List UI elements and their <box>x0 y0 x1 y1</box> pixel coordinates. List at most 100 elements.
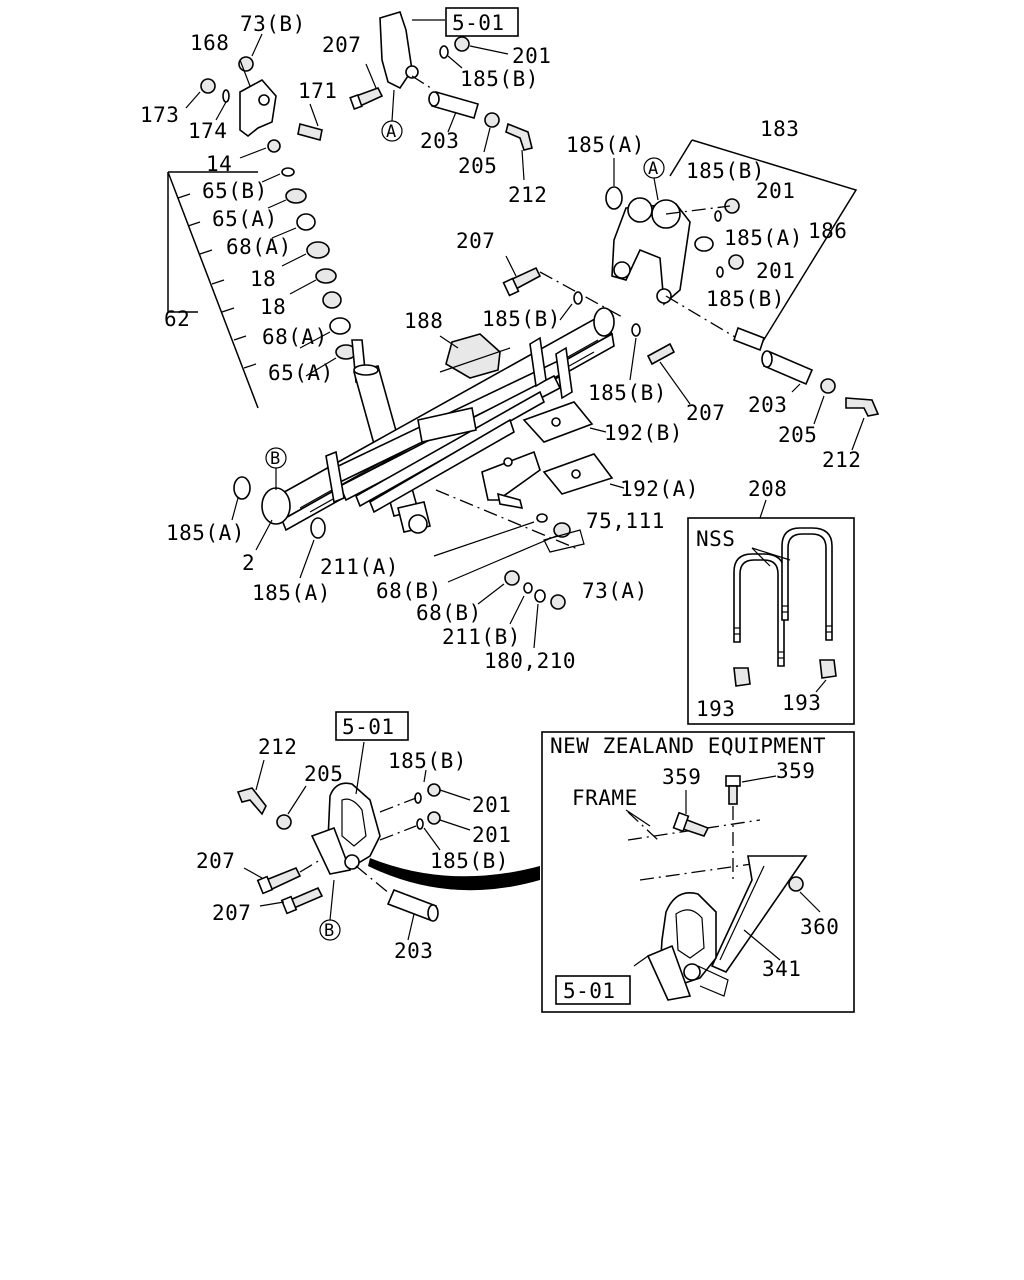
label-360: 360 <box>800 915 839 939</box>
washer-211b <box>523 582 533 594</box>
bumper-188 <box>445 333 501 379</box>
washer-180 <box>534 589 546 603</box>
nut-173 <box>200 78 216 94</box>
grease-205-bottom <box>276 814 292 830</box>
label-201-top: 201 <box>512 44 551 68</box>
grease-212-top <box>505 122 533 151</box>
washer-185a-left <box>233 476 251 500</box>
nz-equipment-box: NEW ZEALAND EQUIPMENT 5-01 <box>541 731 855 1013</box>
label-174: 174 <box>188 119 227 143</box>
ref-label-top: 5-01 <box>452 11 505 35</box>
nut-193-1 <box>733 667 751 687</box>
label-185a-bottom: 185(A) <box>252 581 331 605</box>
ref-box-mid <box>335 711 409 741</box>
bolt-359-2 <box>725 775 741 787</box>
grease-212-bottom <box>236 787 267 816</box>
washer-185b-r1 <box>714 210 722 222</box>
washer-185b-mid2 <box>631 323 641 337</box>
label-186: 186 <box>808 219 847 243</box>
label-173: 173 <box>140 103 179 127</box>
bolt-171 <box>297 123 323 141</box>
label-65a-1: 65(A) <box>212 207 278 231</box>
label-207-b2: 207 <box>212 901 251 925</box>
label-192b: 192(B) <box>604 421 683 445</box>
washer-185b-mid <box>573 291 583 305</box>
label-68b-1: 68(B) <box>376 579 442 603</box>
part-14 <box>267 139 281 153</box>
u-bolt-box-208 <box>687 499 855 725</box>
ubolt-box <box>687 517 855 725</box>
washer-185a-bottom <box>310 517 326 539</box>
label-2: 2 <box>242 551 255 575</box>
label-171: 171 <box>298 79 337 103</box>
label-203-bottom: 203 <box>394 939 433 963</box>
label-18-2: 18 <box>260 295 286 319</box>
middle-hardware <box>433 255 691 649</box>
washer-185a-r2 <box>694 236 714 252</box>
label-65a-2: 65(A) <box>268 361 334 385</box>
label-205-bottom: 205 <box>304 762 343 786</box>
label-193-1: 193 <box>696 697 735 721</box>
ref-box-nz <box>555 975 631 1005</box>
label-18-1: 18 <box>250 267 276 291</box>
label-180-210: 180,210 <box>484 649 576 673</box>
washer-18-b <box>322 291 342 309</box>
grease-205-right <box>820 378 836 394</box>
washer-174 <box>222 89 230 103</box>
washer-185b-top <box>439 45 449 59</box>
nz-box <box>541 731 855 1013</box>
label-192a: 192(A) <box>620 477 699 501</box>
u-bolt-2 <box>781 527 833 641</box>
nz-title: NEW ZEALAND EQUIPMENT <box>550 734 826 758</box>
grease-205-top <box>484 112 500 128</box>
label-185b-b1: 185(B) <box>388 749 467 773</box>
bushing-stack-62 <box>167 167 357 409</box>
label-185b-r1: 185(B) <box>686 159 765 183</box>
label-201-b2: 201 <box>472 823 511 847</box>
label-201-r1: 201 <box>756 179 795 203</box>
bracket-341 <box>710 855 808 973</box>
label-185b-b2: 185(B) <box>430 849 509 873</box>
label-62: 62 <box>164 307 190 331</box>
callout-arrow <box>368 858 540 891</box>
rear-eye-parts: B <box>231 447 326 579</box>
label-188: 188 <box>404 309 443 333</box>
label-68a-2: 68(A) <box>262 325 328 349</box>
bottom-hanger-group: 5-01 B <box>236 711 540 941</box>
svg-text:B: B <box>324 921 334 941</box>
label-68a-1: 68(A) <box>226 235 292 259</box>
grease-212-right <box>845 397 880 417</box>
nut-201-b2 <box>427 811 441 825</box>
washer-185b-b2 <box>416 818 424 830</box>
shackle-183-group: A <box>605 139 880 451</box>
label-185b-r2: 185(B) <box>706 287 785 311</box>
label-208: 208 <box>748 477 787 501</box>
bushing-68b-2 <box>504 570 520 586</box>
label-185b-mid: 185(B) <box>482 307 561 331</box>
label-185a-left: 185(A) <box>166 521 245 545</box>
shackle-186 <box>611 203 691 306</box>
nut-360 <box>788 876 804 892</box>
ref-label-nz: 5-01 <box>563 979 616 1003</box>
part-labels: 73(B) 168 207 201 185(B) 173 174 171 203… <box>140 12 861 981</box>
nut-201-r2 <box>728 254 744 270</box>
label-185b-top: 185(B) <box>460 67 539 91</box>
u-bolt-1 <box>733 553 785 667</box>
label-212-bottom: 212 <box>258 735 297 759</box>
bracket-168 <box>239 78 277 138</box>
svg-text:A: A <box>386 122 396 142</box>
label-207-b1: 207 <box>196 849 235 873</box>
label-341: 341 <box>762 957 801 981</box>
label-73a: 73(A) <box>582 579 648 603</box>
label-73b: 73(B) <box>240 12 306 36</box>
bushing-68a <box>306 241 330 259</box>
label-68b-2: 68(B) <box>416 601 482 625</box>
svg-text:A: A <box>648 159 658 179</box>
ref-box-top <box>445 7 519 37</box>
label-185b-mid2: 185(B) <box>588 381 667 405</box>
label-203-right: 203 <box>748 393 787 417</box>
label-201-b1: 201 <box>472 793 511 817</box>
sleeve-186 <box>732 326 766 352</box>
washer-185b-r2 <box>716 266 724 278</box>
